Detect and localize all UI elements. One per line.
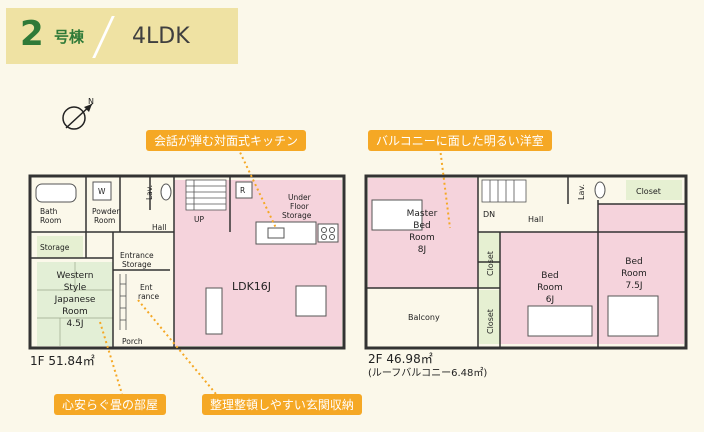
svg-text:Lav.: Lav. bbox=[145, 185, 154, 200]
kitchen-callout: 会話が弾む対面式キッチン bbox=[146, 130, 307, 151]
svg-text:Room: Room bbox=[409, 233, 435, 243]
building-number: 2 bbox=[20, 14, 44, 54]
bathtub bbox=[35, 183, 77, 203]
master-bedroom-label: Master bbox=[407, 209, 438, 219]
building-suffix: 号棟 bbox=[54, 28, 85, 46]
master-bed bbox=[371, 199, 423, 231]
storage-1f-label: Storage bbox=[40, 243, 70, 252]
svg-text:W: W bbox=[98, 187, 106, 196]
bath-label: Bath bbox=[40, 207, 58, 216]
powder-room-label: Powder bbox=[92, 207, 120, 216]
porch-label: Porch bbox=[122, 337, 143, 346]
japanese-room-callout: 心安らぐ畳の部屋 bbox=[54, 394, 167, 415]
toilet bbox=[160, 183, 172, 201]
hall-1f-label: Hall bbox=[152, 223, 166, 232]
sofa bbox=[205, 287, 223, 335]
svg-text:Room: Room bbox=[621, 269, 647, 279]
under-floor-storage-label: Under bbox=[288, 193, 312, 202]
dining-table bbox=[295, 285, 327, 317]
svg-text:Style: Style bbox=[64, 283, 87, 293]
header-banner: 2 号棟 4LDK bbox=[6, 8, 238, 64]
closet-b-label: Closet bbox=[486, 309, 495, 334]
roof-balcony-label: (ルーフバルコニー6.48㎡) bbox=[368, 368, 488, 379]
svg-text:8J: 8J bbox=[418, 245, 426, 255]
svg-text:Room: Room bbox=[537, 283, 563, 293]
svg-text:Room: Room bbox=[62, 307, 88, 317]
entrance-label: Ent bbox=[140, 283, 152, 292]
hall-2f-label: Hall bbox=[528, 215, 543, 224]
svg-text:Room: Room bbox=[40, 216, 61, 225]
closet-top-label: Closet bbox=[636, 187, 661, 196]
compass-north: N bbox=[88, 97, 94, 106]
layout-type: 4LDK bbox=[132, 24, 190, 49]
svg-text:Floor: Floor bbox=[290, 202, 310, 211]
svg-text:Storage: Storage bbox=[122, 260, 152, 269]
svg-text:rance: rance bbox=[138, 292, 160, 301]
entrance-storage-label: Entrance bbox=[120, 251, 154, 260]
bedroom-75j-label: Bed bbox=[625, 257, 642, 267]
master-bedroom-area bbox=[368, 178, 478, 288]
closet-a-label: Closet bbox=[486, 251, 495, 276]
svg-text:Room: Room bbox=[94, 216, 115, 225]
first-floor-plan: Bath Room Powder Room W Lav. R UP Hall S… bbox=[28, 174, 346, 350]
compass-icon: N bbox=[62, 97, 94, 130]
second-floor-plan: DN Hall Lav. Closet Closet Closet Balcon… bbox=[364, 174, 688, 350]
ldk-label: LDK16J bbox=[232, 280, 271, 293]
svg-text:UP: UP bbox=[194, 215, 204, 224]
dn-label: DN bbox=[483, 210, 495, 219]
floor1-area-label: 1F 51.84㎡ bbox=[30, 354, 95, 368]
bedroom-leader bbox=[439, 147, 451, 229]
svg-text:Japanese: Japanese bbox=[54, 295, 96, 305]
bed-6j bbox=[527, 305, 593, 337]
bedroom-callout: バルコニーに面した明るい洋室 bbox=[368, 130, 552, 151]
western-room-label: Western bbox=[57, 271, 94, 281]
svg-text:R: R bbox=[240, 186, 245, 195]
bed-75j bbox=[607, 295, 659, 337]
svg-text:7.5J: 7.5J bbox=[626, 281, 643, 291]
bedroom-6j-label: Bed bbox=[541, 271, 558, 281]
entrance-storage-callout: 整理整頓しやすい玄関収納 bbox=[202, 394, 362, 415]
svg-text:Storage: Storage bbox=[282, 211, 312, 220]
storage-area-1f bbox=[37, 236, 83, 258]
svg-text:Bed: Bed bbox=[413, 221, 430, 231]
floor2-area-label: 2F 46.98㎡ bbox=[368, 352, 433, 366]
kitchen-counter bbox=[255, 221, 317, 245]
balcony-label: Balcony bbox=[408, 313, 440, 322]
entrance-leader bbox=[137, 299, 217, 395]
svg-text:6J: 6J bbox=[546, 295, 554, 305]
svg-text:Lav.: Lav. bbox=[577, 184, 586, 200]
svg-text:4.5J: 4.5J bbox=[67, 319, 84, 329]
